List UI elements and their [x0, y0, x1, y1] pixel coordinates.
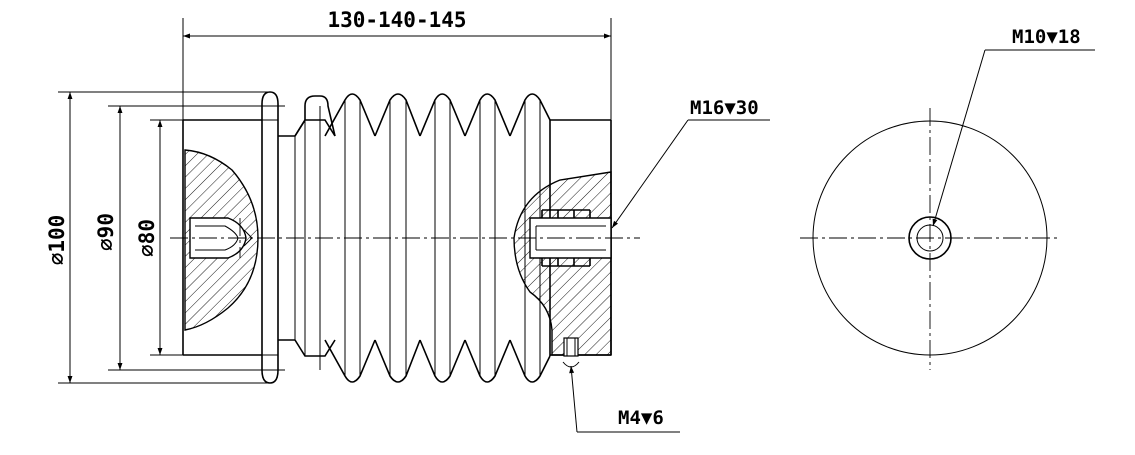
diameter-dimensions: ⌀100 ⌀90 ⌀80 — [45, 91, 285, 384]
thread-callout-m16: M16▼30 — [611, 97, 770, 229]
left-base — [182, 91, 279, 384]
diameter-inner-label: ⌀80 — [135, 219, 159, 257]
side-view: 130-140-145 ⌀100 ⌀90 ⌀80 — [45, 8, 770, 433]
thread-callout-m10: M10▼18 — [932, 26, 1095, 227]
diameter-mid-label: ⌀90 — [94, 213, 118, 251]
diameter-outer-label: ⌀100 — [45, 215, 69, 266]
end-view: M10▼18 — [800, 26, 1095, 370]
right-section — [513, 171, 612, 368]
length-dimension: 130-140-145 — [182, 8, 612, 355]
thread-label-m16: M16▼30 — [690, 97, 759, 119]
thread-callout-m4: M4▼6 — [569, 365, 680, 433]
left-section — [184, 149, 259, 331]
length-dimension-label: 130-140-145 — [327, 8, 466, 32]
thread-label-m10: M10▼18 — [1012, 26, 1081, 48]
thread-label-m4: M4▼6 — [618, 407, 664, 429]
